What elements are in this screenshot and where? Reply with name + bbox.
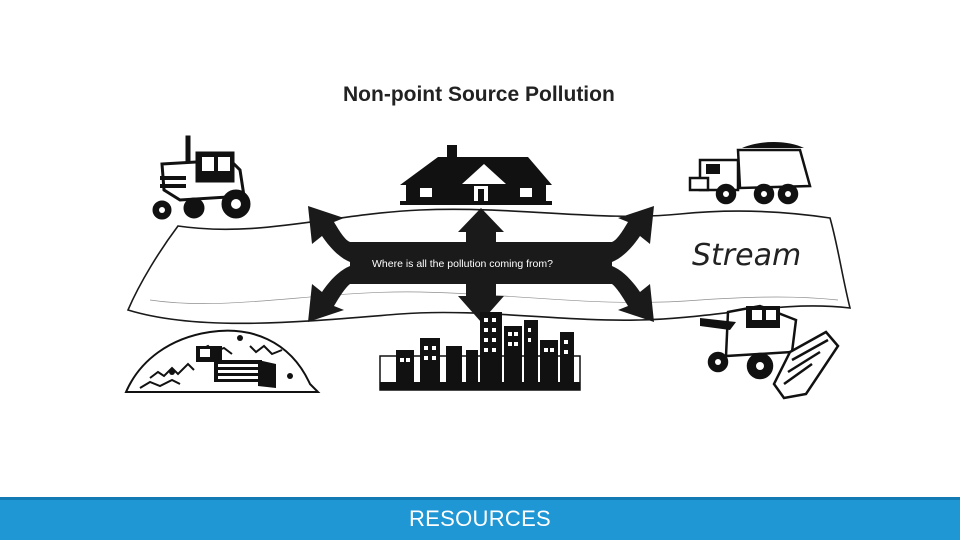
arrow-lower-right bbox=[612, 266, 654, 322]
tractor-icon bbox=[152, 135, 251, 220]
diagram-title: Non-point Source Pollution bbox=[343, 83, 615, 106]
city-skyline-icon bbox=[379, 312, 581, 391]
arrow-lower-left bbox=[308, 266, 350, 322]
pollution-diagram: Stream Where is all the pollution coming… bbox=[124, 135, 852, 400]
house-icon bbox=[400, 145, 552, 205]
vertical-arrow-shaft bbox=[466, 226, 496, 302]
combine-harvester-icon bbox=[700, 304, 840, 400]
footer-resources-label: RESOURCES bbox=[408, 506, 552, 531]
stream-label: Stream bbox=[692, 238, 801, 273]
question-text: Where is all the pollution coming from? bbox=[372, 258, 553, 270]
dump-truck-icon bbox=[688, 142, 812, 205]
arrow-upper-left bbox=[308, 206, 350, 262]
arrow-down bbox=[458, 296, 504, 322]
footer-bar bbox=[0, 497, 960, 540]
arrow-upper-right bbox=[612, 206, 654, 262]
arrow-up bbox=[458, 208, 504, 232]
pollution-arrows: Where is all the pollution coming from? bbox=[308, 206, 654, 322]
landfill-bulldozer-icon bbox=[124, 329, 321, 393]
footer-top-line bbox=[0, 497, 960, 500]
